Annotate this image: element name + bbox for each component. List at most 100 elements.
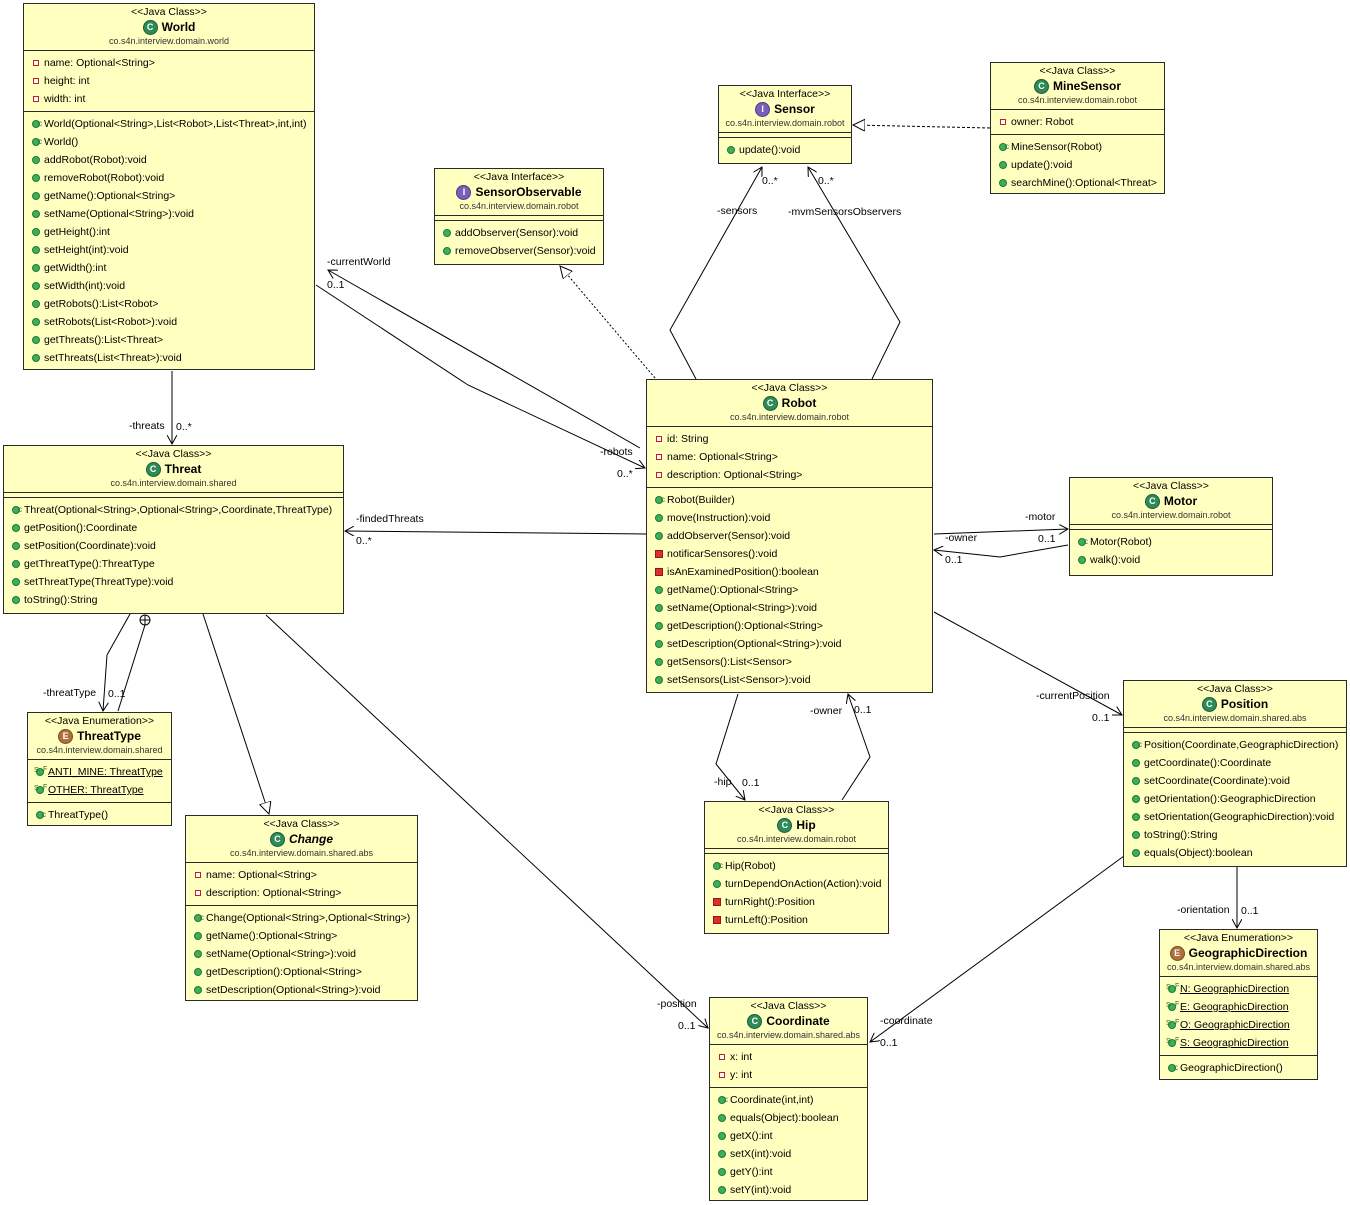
stereotype: <<Java Class>> [751, 382, 828, 394]
method-row: getX():int [710, 1127, 867, 1145]
class-badge-icon: C [1201, 696, 1217, 712]
class-badge-icon: C [1033, 78, 1049, 94]
constructor-icon [1168, 1059, 1178, 1077]
mult-threats: 0..* [176, 421, 192, 433]
enum-badge-icon: E [58, 728, 74, 744]
link-robot-realizes-observable [560, 266, 656, 379]
constructor-icon [1078, 533, 1088, 551]
mult-hip-owner: 0..1 [854, 704, 872, 716]
label-sensors: -sensors [717, 205, 758, 217]
method-row: setDescription(Optional<String>):void [186, 981, 417, 999]
interface-badge-icon: I [755, 101, 771, 117]
public-method-icon [718, 1132, 726, 1140]
public-method-icon [12, 560, 20, 568]
method-row: World(Optional<String>,List<Robot>,List<… [24, 115, 314, 133]
private-field-icon [719, 1072, 725, 1078]
public-method-icon [12, 596, 20, 604]
method-row: Robot(Builder) [647, 491, 932, 509]
method-row: turnLeft():Position [705, 911, 888, 929]
constant-row: N: GeographicDirection [1160, 978, 1317, 998]
mult-mvm-sensors: 0..* [818, 175, 834, 187]
fields-section [719, 132, 851, 137]
mult-finded-threats: 0..* [356, 535, 372, 547]
field-row: name: Optional<String> [186, 866, 417, 884]
constructor-icon [655, 491, 665, 509]
mult-robots: 0..* [617, 468, 633, 480]
public-method-icon [1132, 777, 1140, 785]
method-row: getThreatType():ThreatType [4, 555, 343, 573]
link-robot-position [933, 611, 1122, 715]
private-field-icon [33, 60, 39, 66]
method-row: addRobot(Robot):void [24, 151, 314, 169]
mult-threat-position: 0..1 [678, 1020, 696, 1032]
method-row: Change(Optional<String>,Optional<String>… [186, 909, 417, 927]
static-final-icon [1166, 1032, 1179, 1051]
field-row: id: String [647, 430, 932, 448]
methods-section: Hip(Robot) turnDependOnAction(Action):vo… [705, 853, 888, 932]
methods-section: MineSensor(Robot) update():void searchMi… [991, 134, 1164, 195]
class-name: World [161, 20, 196, 34]
public-method-icon [32, 300, 40, 308]
public-method-icon [727, 146, 735, 154]
label-hip-owner: -owner [810, 705, 843, 717]
class-badge-icon: C [777, 817, 793, 833]
public-method-icon [32, 156, 40, 164]
stereotype: <<Java Interface>> [739, 88, 831, 100]
static-final-icon [1166, 1014, 1179, 1033]
public-method-icon [32, 192, 40, 200]
methods-section: Position(Coordinate,GeographicDirection)… [1124, 732, 1346, 865]
method-row: setSensors(List<Sensor>):void [647, 671, 932, 689]
link-robot-motor [933, 529, 1068, 535]
public-method-icon [32, 228, 40, 236]
methods-section: ThreatType() [28, 802, 171, 827]
public-method-icon [999, 179, 1007, 187]
mult-motor-owner: 0..1 [945, 554, 963, 566]
public-method-icon [194, 932, 202, 940]
method-row: ThreatType() [28, 806, 171, 824]
link-world-robots [315, 284, 645, 468]
abstract-class-badge-icon: C [269, 831, 285, 847]
method-row: removeRobot(Robot):void [24, 169, 314, 187]
method-row: getRobots():List<Robot> [24, 295, 314, 313]
fields-section [435, 215, 603, 220]
link-hip-owner [841, 694, 871, 801]
private-field-icon [1000, 119, 1006, 125]
package-name: co.s4n.interview.domain.robot [1111, 510, 1231, 520]
static-final-icon [34, 761, 47, 780]
public-method-icon [194, 950, 202, 958]
public-method-icon [655, 604, 663, 612]
field-row: owner: Robot [991, 113, 1164, 131]
public-method-icon [1132, 849, 1140, 857]
class-name: Sensor [774, 102, 815, 116]
method-row: toString():String [4, 591, 343, 609]
package-name: co.s4n.interview.domain.world [108, 36, 230, 46]
method-row: setWidth(int):void [24, 277, 314, 295]
method-row: equals(Object):boolean [1124, 844, 1346, 862]
mult-current-position: 0..1 [1092, 712, 1110, 724]
fields-section: owner: Robot [991, 109, 1164, 134]
field-row: description: Optional<String> [186, 884, 417, 902]
mult-sensors: 0..* [762, 175, 778, 187]
package-name: co.s4n.interview.domain.shared [36, 745, 163, 755]
private-field-icon [33, 78, 39, 84]
methods-section: Threat(Optional<String>,Optional<String>… [4, 497, 343, 612]
public-method-icon [718, 1186, 726, 1194]
constant-row: E: GeographicDirection [1160, 996, 1317, 1016]
